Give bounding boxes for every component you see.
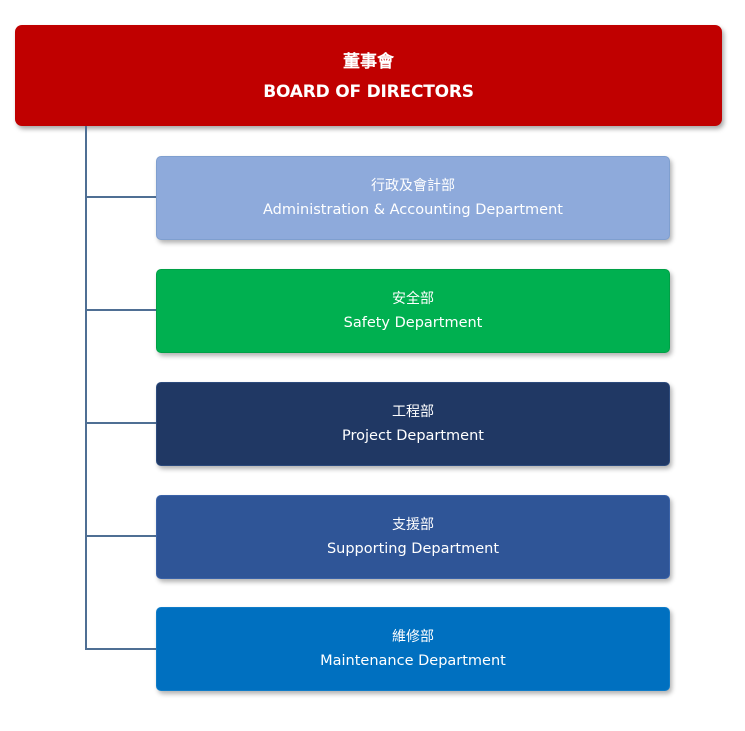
branch-connector-maintenance bbox=[85, 648, 157, 650]
department-name-zh: 工程部 bbox=[392, 404, 434, 420]
department-name-zh: 維修部 bbox=[392, 629, 434, 645]
branch-connector-safety bbox=[85, 309, 157, 311]
board-name-zh: 董事會 bbox=[343, 51, 394, 72]
department-box-administration-accounting: 行政及會計部 Administration & Accounting Depar… bbox=[156, 156, 670, 240]
branch-connector-supporting bbox=[85, 535, 157, 537]
department-box-maintenance: 維修部 Maintenance Department bbox=[156, 607, 670, 691]
department-box-supporting: 支援部 Supporting Department bbox=[156, 495, 670, 579]
department-name-en: Administration & Accounting Department bbox=[263, 202, 563, 218]
department-name-en: Project Department bbox=[342, 428, 484, 444]
branch-connector-admin bbox=[85, 196, 157, 198]
department-box-safety: 安全部 Safety Department bbox=[156, 269, 670, 353]
department-name-zh: 行政及會計部 bbox=[371, 178, 455, 194]
org-trunk-connector bbox=[85, 126, 87, 650]
department-name-en: Supporting Department bbox=[326, 541, 500, 557]
board-of-directors-box: 董事會 BOARD OF DIRECTORS bbox=[15, 25, 722, 126]
board-name-en: BOARD OF DIRECTORS bbox=[263, 81, 474, 102]
department-name-en: Safety Department bbox=[343, 315, 483, 331]
department-name-zh: 支援部 bbox=[392, 517, 434, 533]
department-name-zh: 安全部 bbox=[392, 291, 434, 307]
department-name-en: Maintenance Department bbox=[320, 653, 506, 669]
branch-connector-project bbox=[85, 422, 157, 424]
department-box-project: 工程部 Project Department bbox=[156, 382, 670, 466]
